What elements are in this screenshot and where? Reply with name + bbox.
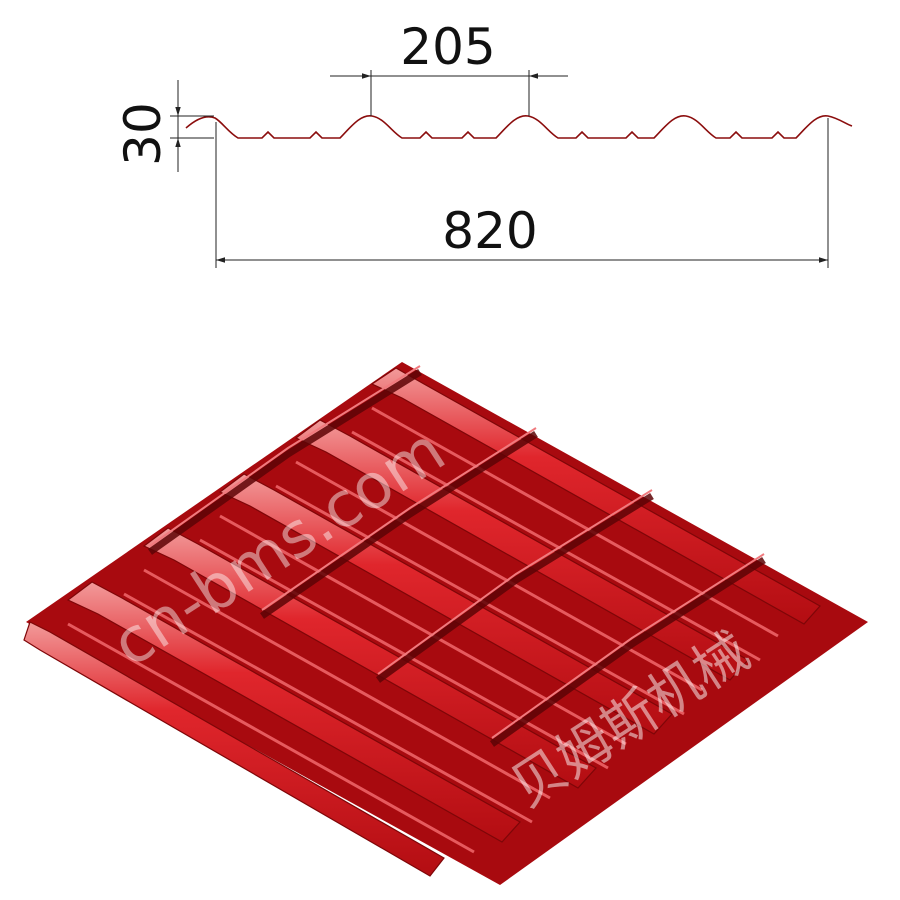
- width-label: 820: [442, 202, 537, 260]
- pitch-label: 205: [400, 18, 495, 76]
- profile-drawing: 205 30 820: [114, 18, 853, 268]
- width-dimension: 820: [215, 118, 829, 268]
- height-dimension: 30: [114, 80, 214, 172]
- tile-ridges: [23, 367, 821, 877]
- tile-render: cn-bms.com 贝姆斯机械: [23, 362, 868, 885]
- profile-line: [185, 115, 853, 139]
- pitch-dimension: 205: [330, 18, 568, 116]
- tile-steps: [147, 369, 766, 747]
- height-label: 30: [114, 102, 172, 166]
